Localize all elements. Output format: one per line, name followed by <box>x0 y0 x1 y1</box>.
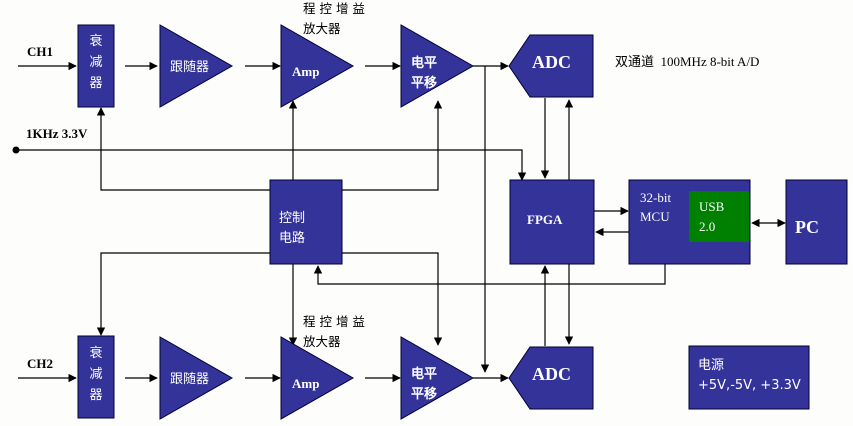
ch2-attenuator-label-3: 器 <box>89 388 102 403</box>
ch1-amp: Amp <box>280 24 355 108</box>
ch1-attenuator: 衰 减 器 <box>77 24 115 108</box>
ch2-attenuator: 衰 减 器 <box>77 335 115 419</box>
fpga-label: FPGA <box>527 212 563 227</box>
ch2-adc: ADC <box>508 346 594 410</box>
wire-ctrl-ch2-att <box>96 252 270 336</box>
ch1-level-shift: 电平 平移 <box>400 24 475 108</box>
ch1-attenuator-label-2: 减 <box>89 55 102 70</box>
control-circuit-label-1: 控制 <box>279 211 305 226</box>
ch1-level-shift-label-2: 平移 <box>411 75 437 90</box>
mcu-label-1: 32-bit <box>640 190 671 205</box>
ch1-adc-label: ADC <box>532 52 571 72</box>
ch2-attenuator-label-1: 衰 <box>89 345 102 361</box>
ch2-level-shift-label-2: 平移 <box>411 386 437 401</box>
wire-ctrl-ch2-shift <box>342 252 443 346</box>
mcu-label-2: MCU <box>640 209 670 224</box>
usb-label-2: 2.0 <box>699 219 715 234</box>
ch2-amp-label: Amp <box>292 376 319 391</box>
wire-mcu-to-ctrl <box>313 264 666 285</box>
ch2-input-label: CH2 <box>27 356 53 371</box>
power-supply-label-2: +5V,-5V, +3.3V <box>698 378 801 393</box>
ch1-attenuator-label-3: 器 <box>89 76 102 91</box>
ch2-follower-label: 跟随器 <box>170 372 209 387</box>
pga-top-label-1: 程 控 增 益 <box>303 1 365 16</box>
ch1-amp-label: Amp <box>292 64 319 79</box>
ch1-adc: ADC <box>508 34 594 98</box>
wires <box>12 61 786 383</box>
ch2-attenuator-label-2: 减 <box>89 367 102 382</box>
usb-module: USB 2.0 <box>689 191 749 242</box>
fpga: FPGA <box>509 179 595 265</box>
adc-spec-label: 双通道 100MHz 8-bit A/D <box>615 54 759 69</box>
usb-label-1: USB <box>699 199 725 214</box>
wire-ctrl-ch1-att <box>96 107 270 191</box>
pc-label: PC <box>795 217 819 237</box>
pga-bottom-label-2: 放大器 <box>303 334 341 349</box>
ch1-attenuator-label-1: 衰 <box>89 33 102 49</box>
ch1-follower: 跟随器 <box>159 24 234 108</box>
ch2-adc-label: ADC <box>532 364 571 384</box>
ch1-level-shift-label-1: 电平 <box>411 55 437 70</box>
ch1-follower-label: 跟随器 <box>170 60 209 75</box>
pga-bottom-label-1: 程 控 增 益 <box>303 314 365 329</box>
ch1-input-label: CH1 <box>27 44 53 59</box>
pga-top-label-2: 放大器 <box>303 21 341 36</box>
clock-source-label: 1KHz 3.3V <box>26 126 88 141</box>
power-supply: 电源 +5V,-5V, +3.3V <box>688 345 810 410</box>
ch2-level-shift-label-1: 电平 <box>411 366 437 381</box>
pc: PC <box>785 179 848 265</box>
ch2-amp: Amp <box>280 336 355 420</box>
wire-clock-to-fpga <box>16 149 527 181</box>
ch2-level-shift: 电平 平移 <box>400 336 475 420</box>
ch2-follower: 跟随器 <box>159 336 234 420</box>
wire-ctrl-ch1-shift <box>342 100 443 191</box>
control-circuit-label-2: 电路 <box>279 230 305 246</box>
control-circuit: 控制 电路 <box>269 179 343 265</box>
power-supply-label-1: 电源 <box>698 358 724 373</box>
